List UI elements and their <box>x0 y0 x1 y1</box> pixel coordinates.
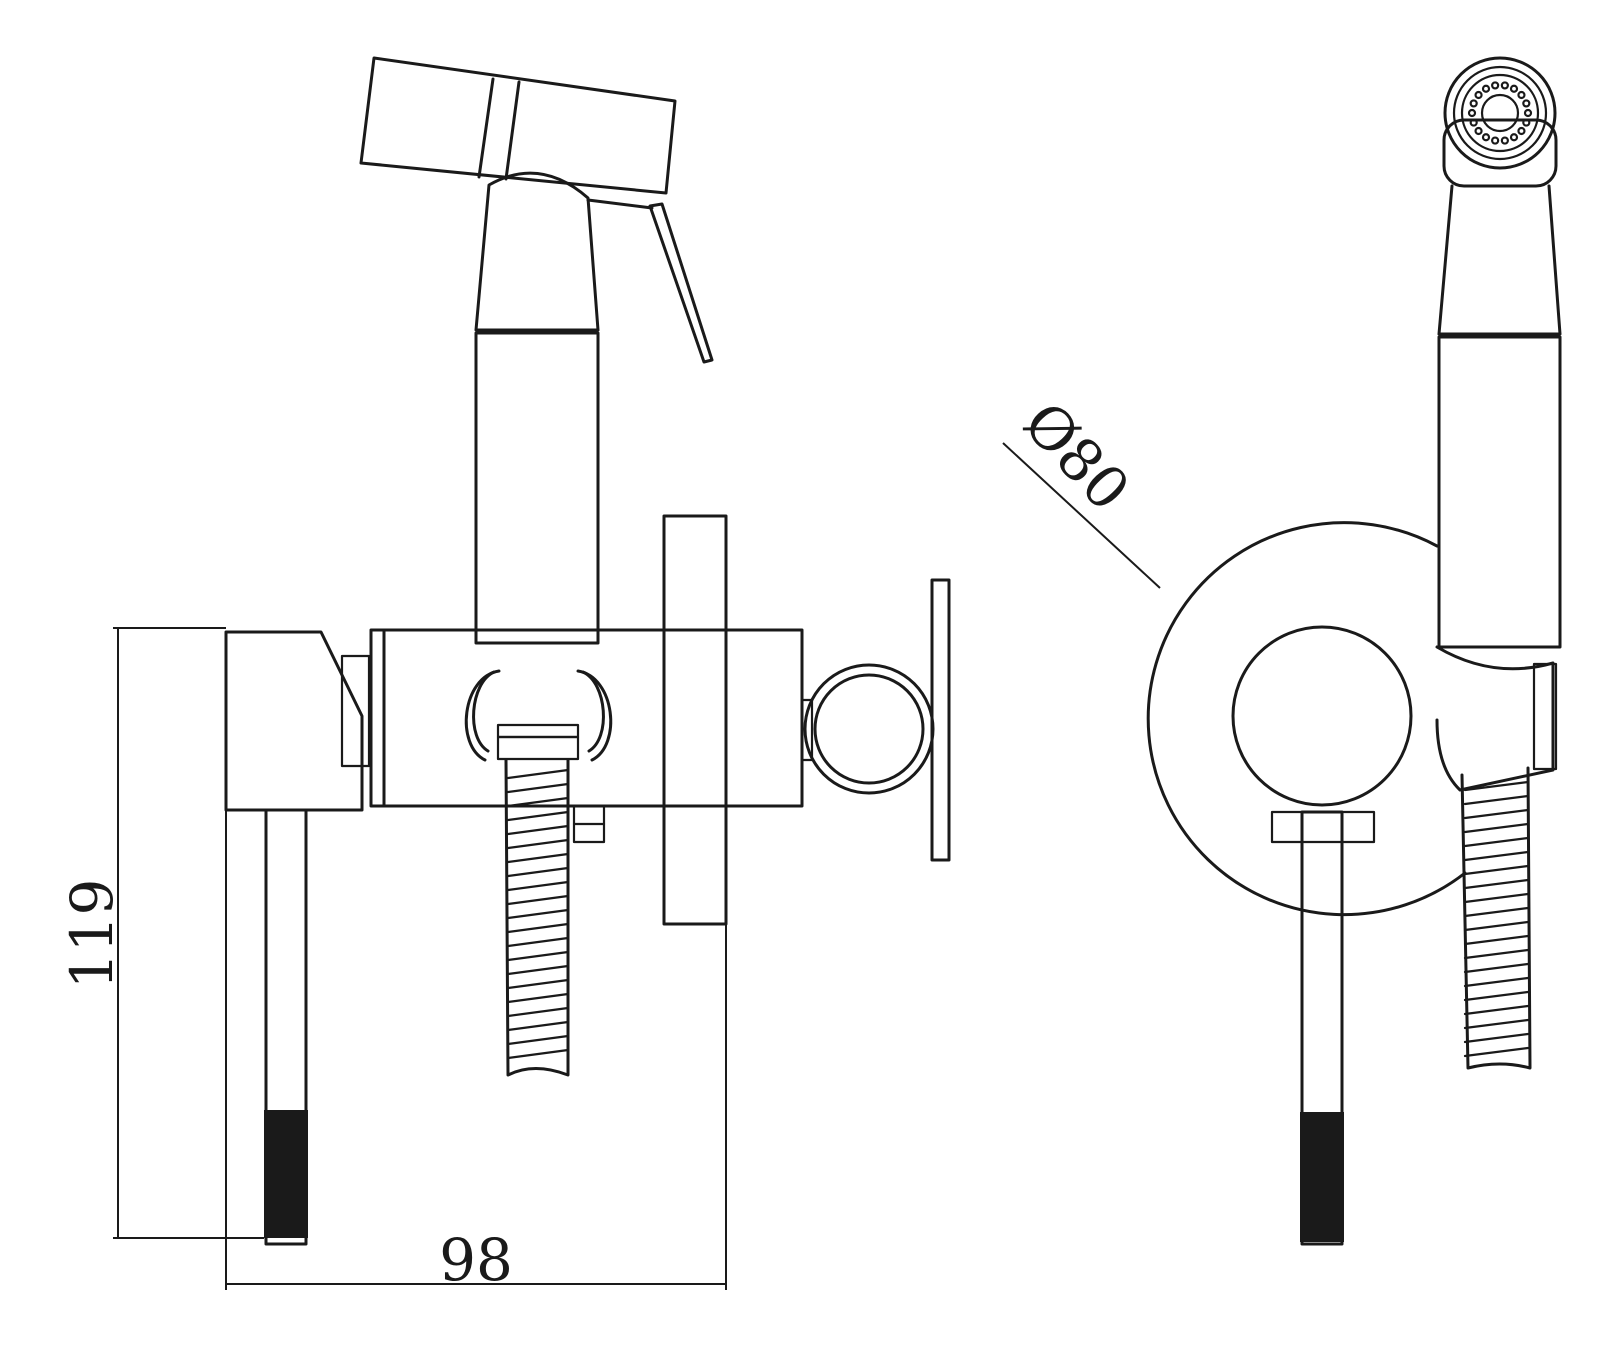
nozzle-hole <box>1491 136 1500 145</box>
side-sprayer-head <box>359 56 714 364</box>
nozzle-hole <box>1474 126 1483 136</box>
side-view: 119 98 <box>58 56 951 1294</box>
hose-braid-stripe <box>506 838 570 850</box>
nozzle-hole <box>1517 126 1526 136</box>
hose-braid-stripe <box>1463 1004 1530 1016</box>
nozzle-hole <box>1469 99 1478 108</box>
hose-braid-stripe <box>506 1006 570 1018</box>
diameter-dimension: Ø80 <box>1002 389 1161 589</box>
front-nozzle-head <box>1442 56 1558 188</box>
nozzle-hole <box>1522 118 1531 127</box>
hose-braid-stripe <box>1463 850 1530 862</box>
hose-braid-stripe <box>506 866 570 878</box>
hose-braid-stripe <box>506 978 570 990</box>
hose-braid-stripe <box>506 796 570 808</box>
front-sprayer <box>1437 56 1562 649</box>
hose-braid-stripe <box>506 936 570 948</box>
hose-braid-stripe <box>506 992 570 1004</box>
nozzle-hole <box>1523 108 1533 118</box>
hose-braid-stripe <box>506 1020 570 1032</box>
side-wall-flange <box>662 514 728 926</box>
hose-braid-stripe <box>1463 990 1530 1002</box>
hose-braid-stripe <box>1463 864 1530 876</box>
diameter-dimension-label: Ø80 <box>1010 389 1142 524</box>
nozzle-hole <box>1509 84 1519 93</box>
hose-braid-stripe <box>506 852 570 864</box>
hose-braid-stripe <box>506 950 570 962</box>
hose-braid-stripe <box>1463 976 1530 988</box>
nozzle-hole <box>1491 81 1500 90</box>
front-lever-grip <box>1300 1112 1344 1242</box>
hose-braid-stripe <box>1463 822 1530 834</box>
hose-braid-stripe <box>506 1034 570 1046</box>
hose-braid-stripe <box>1463 808 1530 820</box>
hose-braid-stripe <box>506 964 570 976</box>
hose-braid-stripe <box>1463 1018 1530 1030</box>
nozzle-hole <box>1474 90 1483 100</box>
side-holder-bar <box>369 628 804 844</box>
width-dimension-label: 98 <box>439 1226 513 1294</box>
hose-braid-stripe <box>1463 780 1530 792</box>
hose-braid-stripe <box>506 1048 570 1060</box>
hose-braid-stripe <box>1463 948 1530 960</box>
hose-braid-stripe <box>506 810 570 822</box>
hose-braid-stripe <box>506 908 570 920</box>
nozzle-hole <box>1500 136 1509 145</box>
hose-braid-stripe <box>1463 1046 1530 1058</box>
side-braided-hose <box>504 758 570 1077</box>
nozzle-hole <box>1481 133 1491 142</box>
hose-braid-stripe <box>1463 1032 1530 1044</box>
hose-braid-stripe <box>1463 906 1530 918</box>
hose-braid-stripe <box>1463 934 1530 946</box>
hose-braid-stripe <box>506 824 570 836</box>
hose-braid-stripe <box>1463 892 1530 904</box>
front-view: Ø80 <box>1002 56 1562 1246</box>
nozzle-hole <box>1517 90 1526 100</box>
hose-braid-stripe <box>506 894 570 906</box>
nozzle-hole <box>1469 118 1478 127</box>
hose-braid-stripe <box>506 922 570 934</box>
nozzle-hole <box>1481 84 1491 93</box>
hose-braid-stripe <box>1463 962 1530 974</box>
front-lever <box>1270 810 1376 1246</box>
front-escutcheon <box>1146 521 1467 917</box>
nozzle-hole <box>1467 108 1477 118</box>
width-dimension: 98 <box>225 810 727 1294</box>
hose-braid-stripe <box>506 768 570 780</box>
side-rear-connector <box>800 578 951 862</box>
side-sprayer-handle <box>474 171 654 645</box>
hose-braid-stripe <box>506 880 570 892</box>
hose-braid-stripe <box>1463 878 1530 890</box>
front-holder-clip <box>1435 645 1558 792</box>
front-braided-hose <box>1460 766 1532 1070</box>
hose-braid-stripe <box>1463 920 1530 932</box>
side-lever-grip <box>264 1110 308 1238</box>
front-handle-disc <box>1231 625 1413 807</box>
height-dimension-label: 119 <box>58 879 126 990</box>
nozzle-hole <box>1522 99 1531 108</box>
hose-braid-stripe <box>1463 836 1530 848</box>
hose-braid-stripe <box>1463 794 1530 806</box>
nozzle-hole <box>1500 81 1509 90</box>
side-lever-housing <box>224 630 371 1246</box>
hose-braid-stripe <box>506 782 570 794</box>
nozzle-hole <box>1509 133 1519 142</box>
height-dimension: 119 <box>58 627 264 1239</box>
